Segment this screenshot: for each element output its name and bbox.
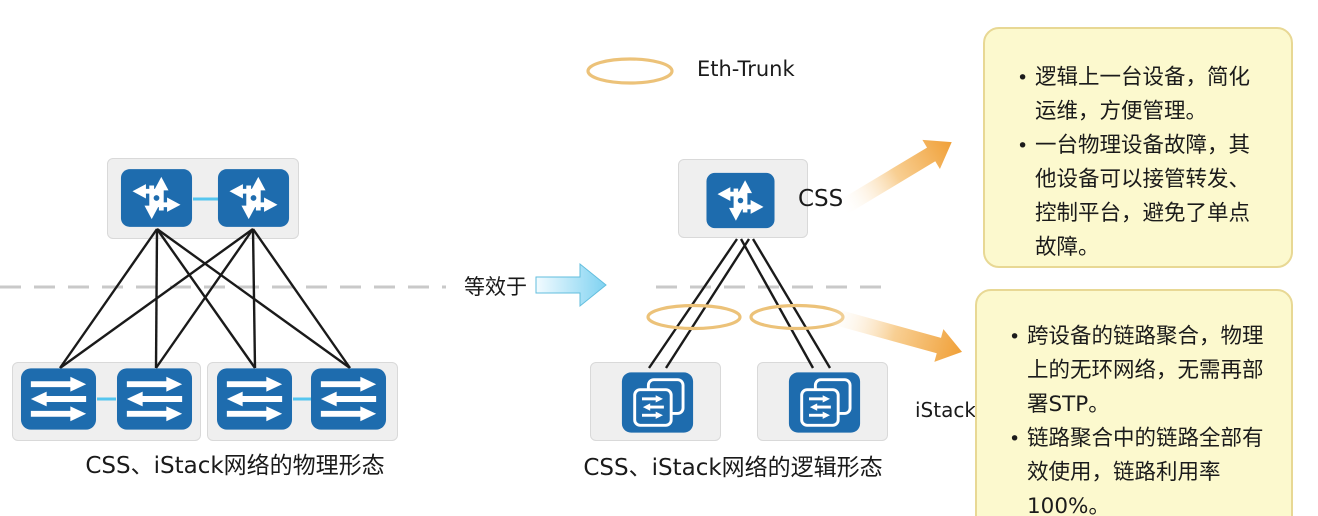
callout-arrow-bottom-icon (825, 307, 963, 362)
istack-icon (788, 371, 861, 434)
callout-bullet-list: 跨设备的链路聚合，物理上的无环网络，无需再部署STP。链路聚合中的链路全部有效使… (1003, 320, 1271, 516)
callout-box-top: 逻辑上一台设备，简化运维，方便管理。一台物理设备故障，其他设备可以接管转发、控制… (983, 27, 1293, 268)
eth-trunk-ellipse-left (646, 303, 742, 331)
router-icon (703, 172, 778, 229)
router-icon (217, 167, 290, 229)
callout-bullet: 跨设备的链路聚合，物理上的无环网络，无需再部署STP。 (1009, 320, 1265, 422)
logical-links (648, 238, 832, 369)
router-icon (120, 167, 193, 229)
callout-arrow-top-icon (837, 139, 952, 215)
equivalence-arrow-icon (535, 262, 607, 308)
callout-bullet: 逻辑上一台设备，简化运维，方便管理。 (1017, 61, 1261, 129)
callout-bullet-list: 逻辑上一台设备，简化运维，方便管理。一台物理设备故障，其他设备可以接管转发、控制… (1011, 61, 1267, 265)
switch-icon (310, 367, 387, 431)
eth-trunk-legend-ellipse (586, 57, 674, 85)
equivalence-label: 等效于 (464, 275, 527, 299)
physical-mesh-links (59, 228, 351, 369)
switch-icon (216, 367, 293, 431)
callout-box-bottom: 跨设备的链路聚合，物理上的无环网络，无需再部署STP。链路聚合中的链路全部有效使… (975, 289, 1293, 516)
callout-bullet: 链路聚合中的链路全部有效使用，链路利用率100%。 (1009, 422, 1265, 516)
istack-label: iStack (915, 398, 976, 422)
istack-icon (621, 371, 694, 434)
switch-icon (20, 367, 97, 431)
callout-bullet: 一台物理设备故障，其他设备可以接管转发、控制平台，避免了单点故障。 (1017, 129, 1261, 265)
eth-trunk-ellipse-right (749, 303, 845, 331)
eth-trunk-legend-label: Eth-Trunk (697, 57, 795, 81)
css-label: CSS (798, 186, 844, 212)
switch-icon (116, 367, 193, 431)
logical-caption: CSS、iStack网络的逻辑形态 (583, 455, 883, 481)
physical-caption: CSS、iStack网络的物理形态 (85, 453, 385, 479)
